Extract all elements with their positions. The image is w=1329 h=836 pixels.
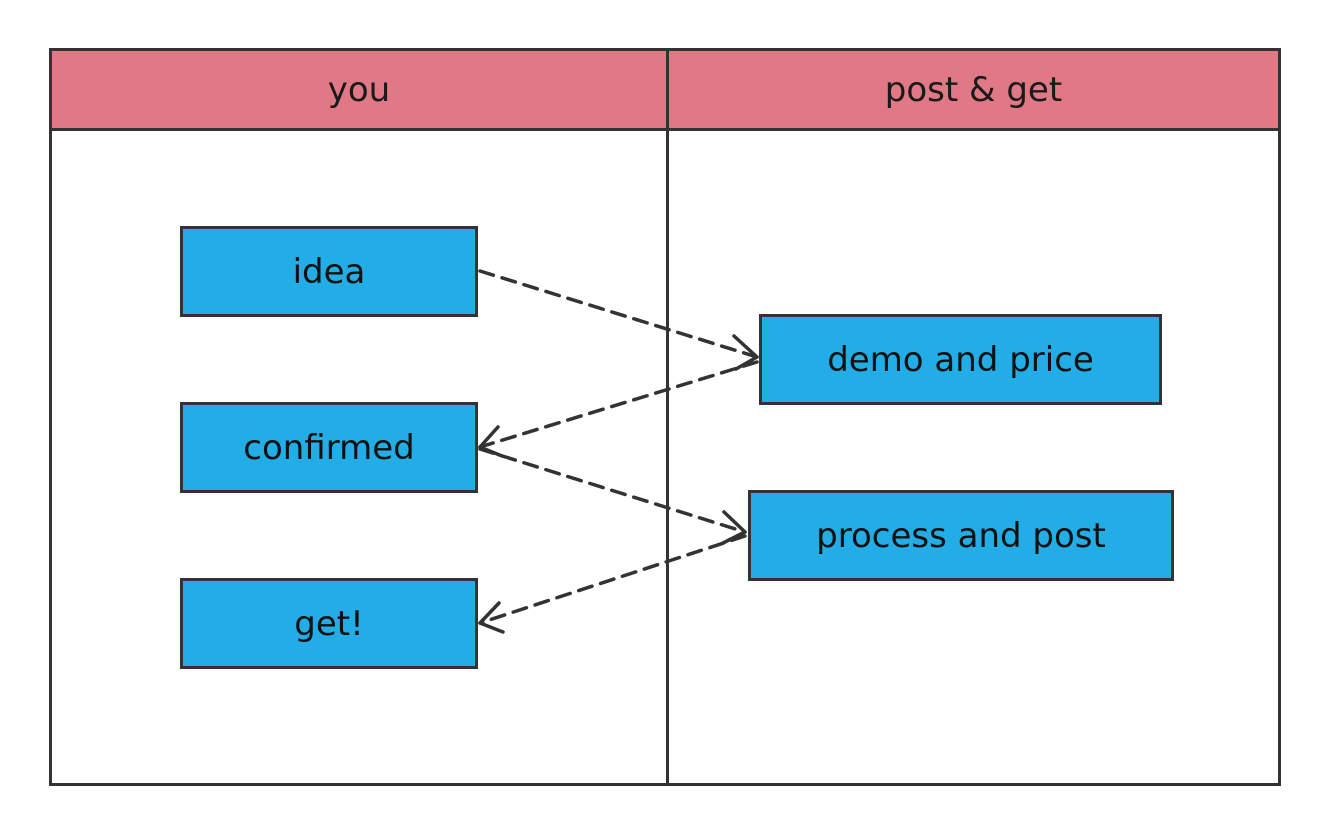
node-idea[interactable]: idea	[180, 226, 478, 317]
lane-title-you: you	[327, 69, 391, 110]
node-demo-and-price[interactable]: demo and price	[759, 314, 1162, 405]
lane-divider	[666, 51, 669, 783]
node-get[interactable]: get!	[180, 578, 478, 669]
lane-header-you: you	[52, 51, 666, 131]
node-get-label: get!	[294, 603, 364, 644]
node-confirmed-label: confirmed	[243, 427, 415, 468]
node-confirmed[interactable]: confirmed	[180, 402, 478, 493]
lane-header-post-get: post & get	[669, 51, 1278, 131]
node-process-and-post[interactable]: process and post	[748, 490, 1174, 581]
node-demo-and-price-label: demo and price	[827, 339, 1094, 380]
node-process-and-post-label: process and post	[816, 515, 1106, 556]
lane-title-post-get: post & get	[884, 69, 1063, 110]
node-idea-label: idea	[292, 251, 366, 292]
